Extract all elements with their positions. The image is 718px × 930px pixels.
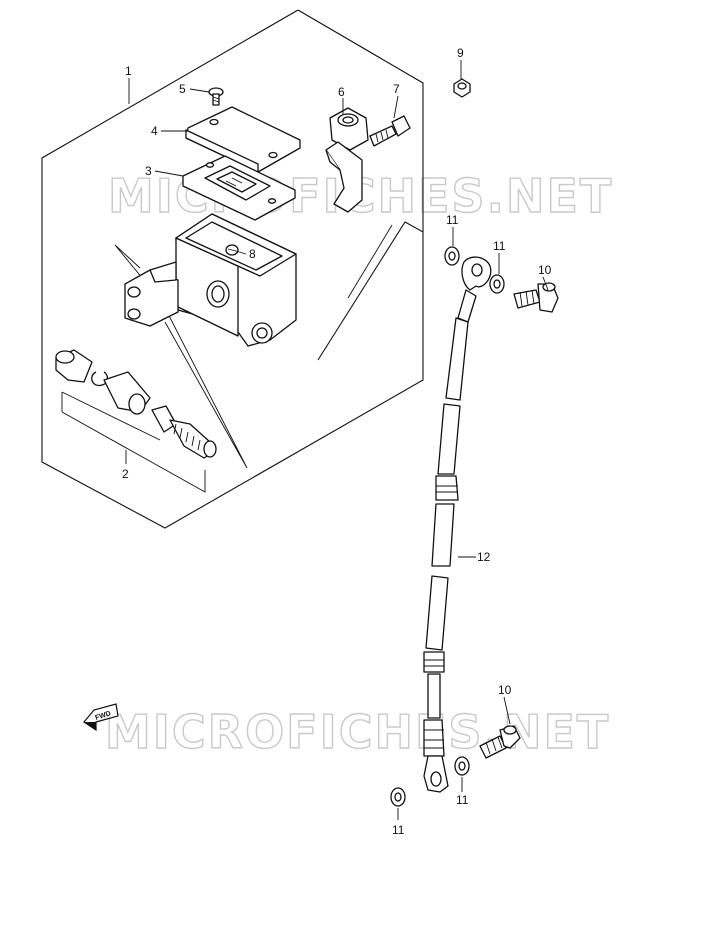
fwd-arrow-icon: FWD — [83, 703, 119, 732]
reservoir-cap-part — [185, 106, 301, 173]
washer-upper-right-hole — [493, 279, 501, 289]
callout-11-upper-right: 11 — [493, 239, 506, 253]
screw-part — [208, 87, 224, 106]
piston-kit-part — [55, 349, 217, 459]
washer-upper-left-hole — [448, 251, 456, 261]
callout-4: 4 — [151, 124, 158, 138]
clamp-part — [325, 107, 369, 213]
washer-lower-left-hole — [394, 792, 402, 802]
callout-5: 5 — [179, 82, 186, 96]
callout-1: 1 — [125, 64, 132, 78]
callout-7: 7 — [393, 82, 400, 96]
callout-12: 12 — [477, 550, 491, 564]
watermark-bottom: MICROFICHES.NET — [105, 705, 610, 759]
callout-6: 6 — [338, 85, 345, 99]
guide-reservoir — [347, 224, 393, 299]
body-screw-part — [225, 244, 239, 256]
nut-part — [453, 78, 471, 98]
callout-10-lower: 10 — [498, 683, 512, 697]
callout-11-lower-left: 11 — [392, 823, 405, 837]
clamp-bolt-part — [369, 115, 411, 147]
callout-10-upper: 10 — [538, 263, 552, 277]
callout-2: 2 — [122, 467, 129, 481]
callout-11-upper-left: 11 — [446, 213, 459, 227]
callout-8: 8 — [249, 247, 256, 261]
master-cylinder-body — [124, 213, 297, 347]
banjo-bolt-upper — [513, 282, 559, 313]
banjo-bolt-lower — [479, 725, 521, 759]
callout-9: 9 — [457, 46, 464, 60]
washer-lower-right-hole — [458, 761, 466, 771]
callout-3: 3 — [145, 164, 152, 178]
fwd-label: FWD — [94, 710, 111, 722]
diaphragm-part — [182, 155, 296, 221]
assembly-outline — [41, 9, 424, 529]
brake-hose-part — [423, 256, 492, 793]
callout-11-lower-right: 11 — [456, 793, 469, 807]
